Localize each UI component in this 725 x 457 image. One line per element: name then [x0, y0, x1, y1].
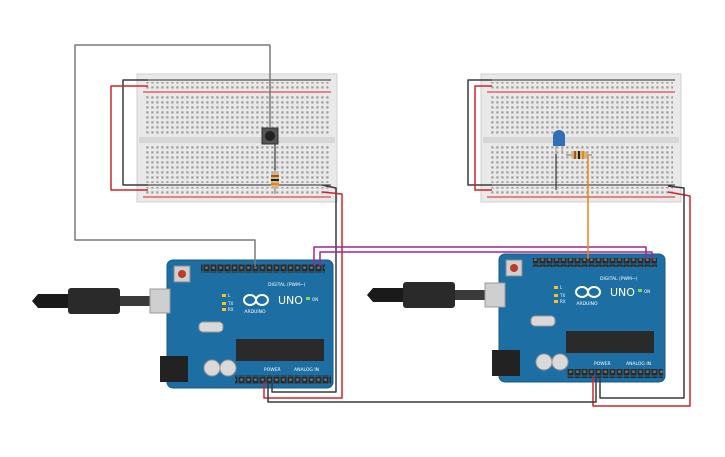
wire-black — [599, 185, 685, 399]
wire-purple — [313, 246, 647, 266]
pushbutton — [261, 127, 279, 145]
on-label: ON — [312, 297, 318, 302]
left-arduino-board: ARDUINO UNO DIGITAL (PWM~) POWER ANALOG … — [160, 259, 334, 389]
digital-header — [533, 258, 657, 267]
wire-red — [592, 191, 691, 407]
power-analog-header — [567, 369, 663, 378]
usb-cable-left — [32, 288, 171, 314]
right-breadboard — [480, 73, 682, 203]
arduino-brand-label: ARDUINO — [244, 309, 266, 315]
power-jack — [492, 350, 520, 376]
arduino-brand-label: ARDUINO — [576, 301, 598, 307]
arduino-logo — [243, 294, 269, 306]
rx-label: RX — [560, 299, 566, 304]
analog-label: ANALOG IN — [626, 361, 651, 367]
wire-purple — [319, 251, 653, 266]
crystal — [198, 321, 224, 333]
wire-black — [267, 376, 597, 403]
uno-model-label: UNO — [610, 286, 635, 299]
power-label: POWER — [594, 361, 611, 367]
resistor-left — [271, 168, 279, 194]
capacitor — [535, 353, 553, 371]
tx-label: TX — [559, 293, 565, 298]
l-label: L — [560, 285, 563, 290]
wire-red — [263, 191, 343, 399]
wire-red — [474, 85, 492, 191]
arduino-logo — [575, 286, 601, 298]
digital-label: DIGITAL (PWM~) — [268, 282, 306, 288]
digital-header — [201, 264, 325, 273]
uno-model-label: UNO — [278, 294, 303, 307]
l-label: L — [228, 293, 231, 298]
tx-label: TX — [227, 301, 233, 306]
wire-black — [271, 184, 337, 393]
digital-label: DIGITAL (PWM~) — [600, 276, 638, 282]
crystal — [530, 315, 556, 327]
wire-black — [122, 79, 148, 186]
led-blue — [553, 130, 565, 154]
wire-black — [467, 79, 492, 186]
right-arduino-board: ARDUINO UNO DIGITAL (PWM~) POWER ANALOG … — [492, 253, 666, 383]
on-label: ON — [644, 289, 650, 294]
left-breadboard — [136, 73, 338, 203]
rx-label: RX — [228, 307, 234, 312]
power-analog-header — [235, 375, 331, 384]
capacitor — [219, 359, 237, 377]
atmega-chip — [236, 339, 324, 361]
wire-red — [110, 85, 148, 191]
wire-gray — [74, 44, 271, 266]
capacitor — [551, 353, 569, 371]
capacitor — [203, 359, 221, 377]
wires — [74, 44, 691, 407]
usb-cable-right — [367, 282, 506, 308]
power-jack — [160, 356, 188, 382]
analog-label: ANALOG IN — [294, 367, 319, 373]
power-label: POWER — [264, 367, 281, 373]
atmega-chip — [566, 331, 654, 353]
